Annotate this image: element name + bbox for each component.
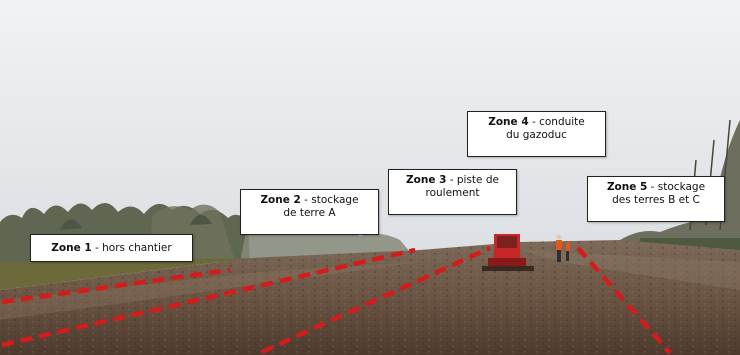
workers: [556, 234, 570, 262]
tractor: [482, 234, 534, 271]
zone-3-label: Zone 3 - piste de roulement: [388, 169, 517, 215]
zone-3-desc-1: - piste de: [446, 174, 499, 186]
zone-2-desc-1: - stockage: [300, 194, 359, 206]
zone-5-label: Zone 5 - stockage des terres B et C: [587, 176, 725, 222]
boundary-line-2: [1, 247, 416, 348]
boundary-line-1: [1, 267, 231, 305]
zone-4-desc-1: - conduite: [528, 116, 585, 128]
zone-1-name: Zone 1: [51, 242, 92, 254]
zone-3-desc-2: roulement: [425, 187, 480, 199]
zone-boundaries: [1, 245, 672, 355]
zone-4-label: Zone 4 - conduite du gazoduc: [467, 111, 606, 157]
zone-2-desc-2: de terre A: [283, 207, 336, 219]
boundary-line-4: [576, 246, 672, 355]
zone-5-desc-2: des terres B et C: [612, 194, 700, 206]
zone-1-label: Zone 1 - hors chantier: [30, 234, 193, 262]
zone-4-desc-2: du gazoduc: [506, 129, 567, 141]
boundary-line-3: [261, 245, 491, 355]
zone-5-name: Zone 5: [606, 181, 648, 193]
zone-2-name: Zone 2: [260, 194, 301, 206]
zone-2-label: Zone 2 - stockage de terre A: [240, 189, 379, 235]
zone-3-name: Zone 3: [406, 174, 447, 186]
zone-1-desc: - hors chantier: [91, 242, 172, 254]
zone-4-name: Zone 4: [488, 116, 529, 128]
zone-5-desc-1: - stockage: [647, 181, 706, 193]
